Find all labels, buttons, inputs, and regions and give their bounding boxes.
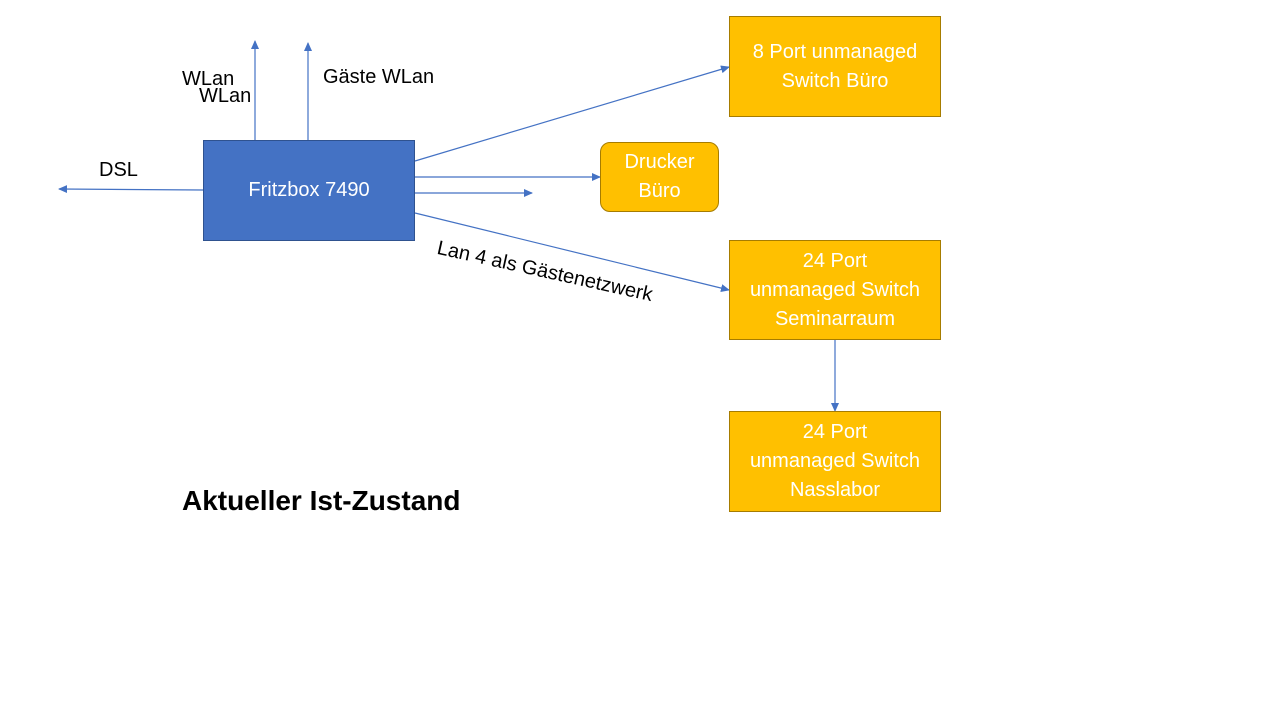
switch-seminar-line-1: 24 Port <box>802 249 868 272</box>
switch-nasslabor-line-2: unmanaged Switch <box>749 450 921 472</box>
dsl-arrow <box>58 185 204 194</box>
switch-seminar-line-3: Seminarraum <box>774 307 896 330</box>
fritzbox-node: Fritzbox 7490 <box>203 140 415 241</box>
switch-buero-node: 8 Port unmanaged Switch Büro <box>729 16 941 117</box>
drucker-line-1: Drucker <box>624 151 695 173</box>
drucker-line-2: Büro <box>638 180 681 202</box>
wlan-label-1: WLan <box>182 68 235 90</box>
switch-nasslabor-line-1: 24 Port <box>802 421 868 443</box>
switch-seminar-node: 24 Port unmanaged Switch Seminarraum <box>729 240 941 340</box>
switch-buero-line-2: Switch Büro <box>781 69 889 92</box>
gaeste-wlan-label: Gäste WLan <box>323 66 435 88</box>
switch-nasslabor-line-3: Nasslabor <box>789 479 881 501</box>
drucker-node: Drucker Büro <box>600 142 719 212</box>
switch-buero-line-1: 8 Port unmanaged <box>752 40 918 63</box>
arrow-to-switch-seminar <box>414 212 730 292</box>
dsl-label: DSL <box>99 159 138 181</box>
switch-seminar-line-2: unmanaged Switch <box>749 278 921 301</box>
fritzbox-label: Fritzbox 7490 <box>248 179 370 201</box>
switch-nasslabor-node: 24 Port unmanaged Switch Nasslabor <box>729 411 941 512</box>
arrow-to-switch-buero <box>414 65 730 162</box>
wlan-label-2: WLan <box>199 85 252 107</box>
diagram-title: Aktueller Ist-Zustand <box>182 485 461 516</box>
